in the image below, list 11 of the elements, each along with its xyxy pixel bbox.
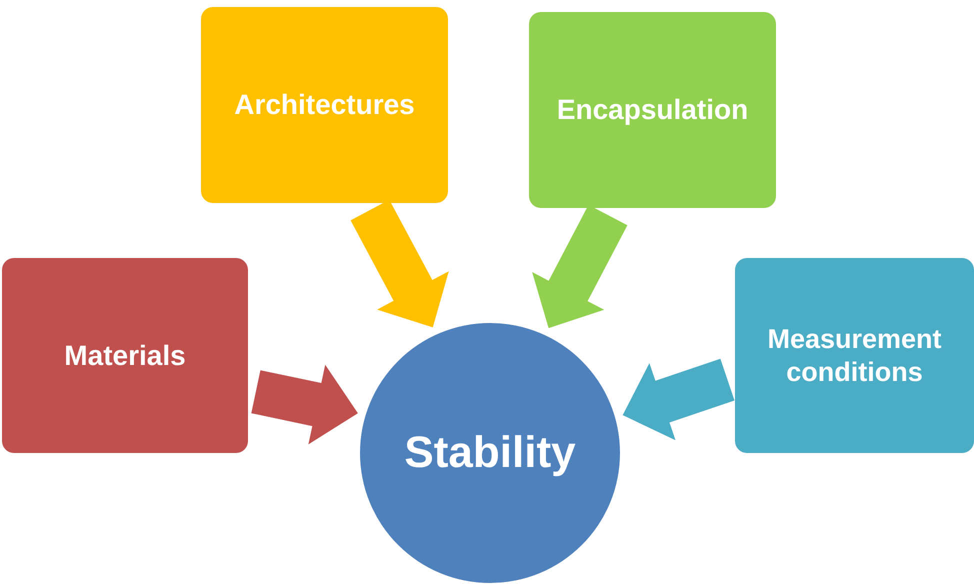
process-box [201, 7, 448, 203]
block-arrow [251, 364, 358, 444]
process-box [735, 258, 974, 453]
node-label: Architectures [234, 88, 415, 122]
node-label: Stability [404, 426, 576, 479]
node-label: Materials [64, 338, 186, 372]
process-box [2, 258, 248, 453]
block-arrow [622, 358, 734, 440]
node-label: Measurement conditions [766, 323, 943, 388]
node-label: Encapsulation [556, 93, 748, 127]
process-box [529, 12, 776, 208]
